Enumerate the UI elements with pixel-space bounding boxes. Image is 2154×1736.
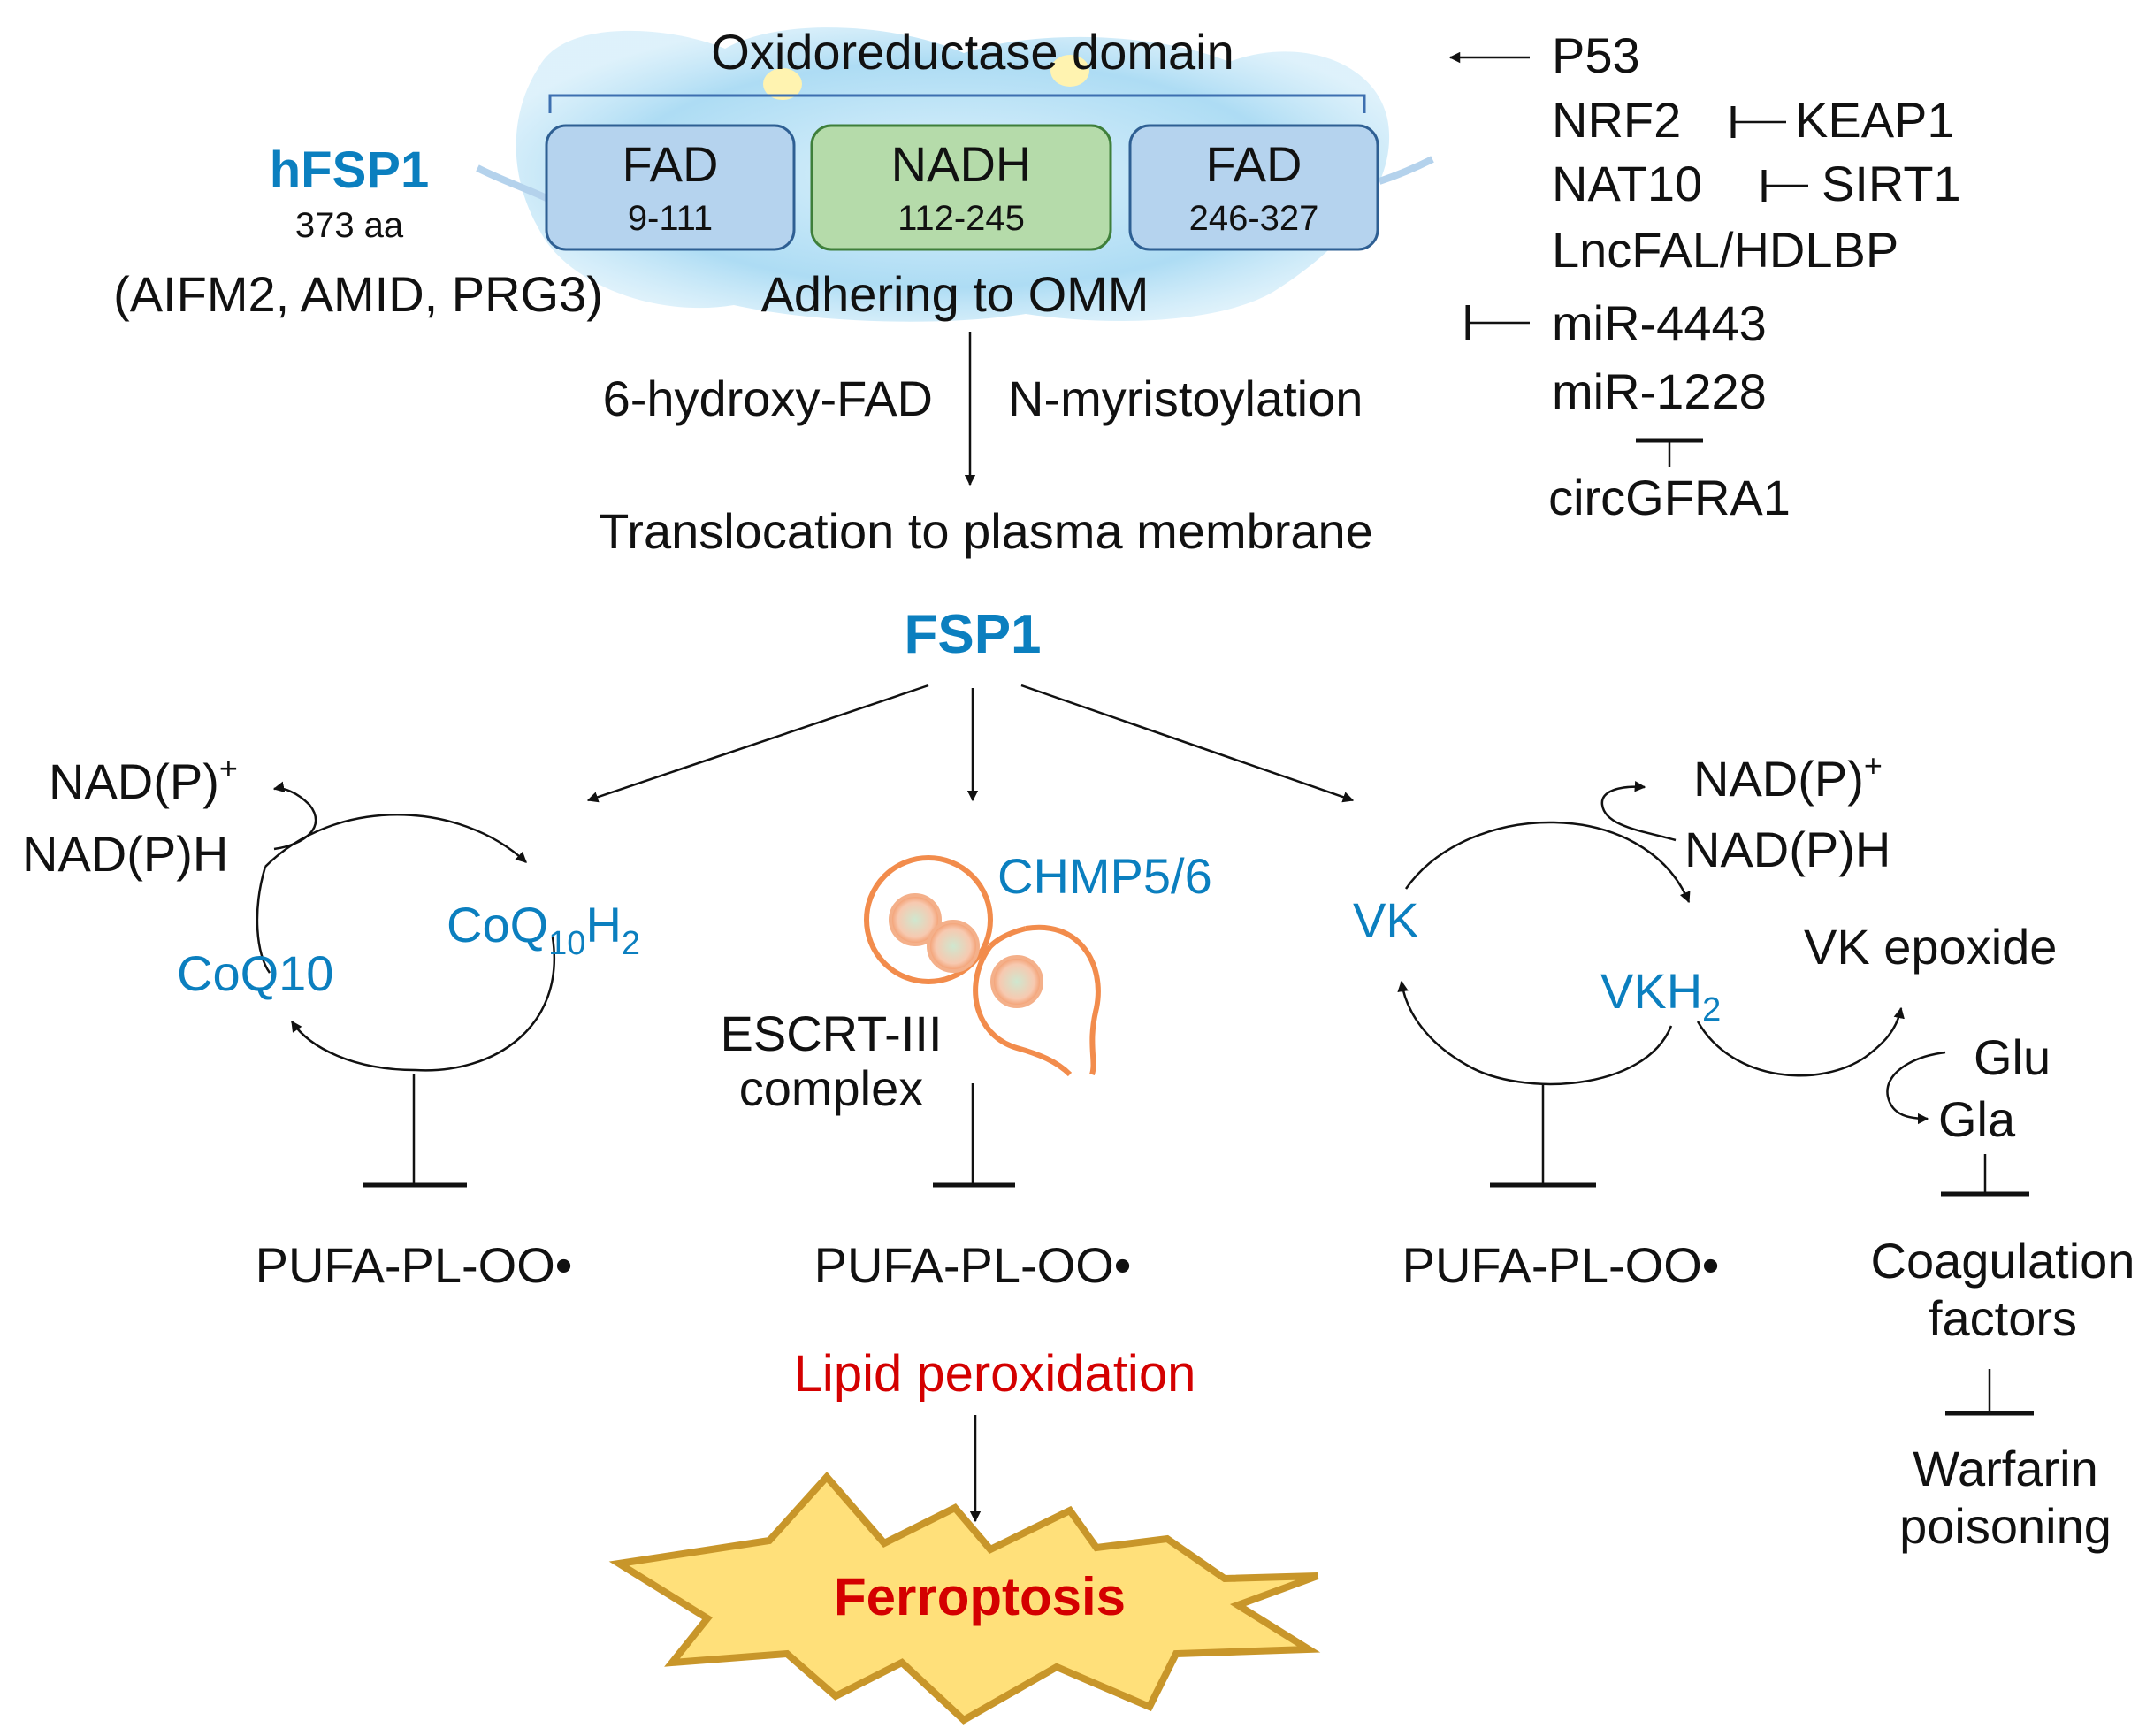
domain-nadh-name: NADH xyxy=(891,136,1032,192)
escrt-inhibits-peroxyl xyxy=(933,1083,1015,1188)
domain-bracket xyxy=(548,94,1366,113)
regulator-nat10: NAT10 xyxy=(1552,156,1702,211)
warfarin-label: Warfarin xyxy=(1913,1441,2098,1496)
coq10-cycle xyxy=(256,781,555,1072)
domain-nadh-range: 112-245 xyxy=(898,199,1025,238)
vk-cycle xyxy=(1397,781,1946,1125)
fsp1-to-coq-arrow xyxy=(586,684,929,803)
coq10h2-inhibits-peroxyl xyxy=(363,1074,467,1188)
factors-label: factors xyxy=(1929,1290,2077,1346)
keap1-inhibits-nrf2 xyxy=(1730,106,1786,138)
regulator-mir4443: miR-4443 xyxy=(1552,295,1767,351)
sirt1-inhibits-nat10 xyxy=(1761,170,1808,202)
regulator-circgfra1: circGFRA1 xyxy=(1548,470,1791,525)
protein-length: 373 aa xyxy=(295,206,404,245)
escrt-iii-label: ESCRT-III xyxy=(720,1006,942,1061)
middle-pufa-pl-oo: PUFA-PL-OO• xyxy=(814,1237,1132,1293)
domain-fad-2-range: 246-327 xyxy=(1189,199,1319,238)
escrt-complex-label: complex xyxy=(739,1060,924,1116)
lipid-peroxidation-label: Lipid peroxidation xyxy=(794,1345,1196,1403)
regulator-p53: P53 xyxy=(1552,27,1640,83)
coagulation-to-warfarin xyxy=(1945,1369,2034,1416)
domain-fad-2: FAD 246-327 xyxy=(1128,124,1379,251)
regulator-sirt1: SIRT1 xyxy=(1822,156,1961,211)
domain-fad-1-name: FAD xyxy=(623,136,719,192)
vk-epoxide-label: VK epoxide xyxy=(1804,919,2057,975)
left-pufa-pl-oo: PUFA-PL-OO• xyxy=(256,1237,573,1293)
domain-fad-1: FAD 9-111 xyxy=(545,124,796,251)
fsp1-to-vk-arrow xyxy=(1020,684,1355,803)
vkh2-label: VKH2 xyxy=(1600,963,1721,1029)
escrt-vesicles-icon xyxy=(864,855,1101,1077)
right-pufa-pl-oo: PUFA-PL-OO• xyxy=(1402,1237,1720,1293)
domain-fad-1-range: 9-111 xyxy=(628,199,713,238)
regulator-nrf2: NRF2 xyxy=(1552,92,1681,148)
coq10-label: CoQ10 xyxy=(177,945,333,1001)
chmp5-6-label: CHMP5/6 xyxy=(997,848,1212,904)
protein-aliases: (AIFM2, AMID, PRG3) xyxy=(113,266,603,322)
coq10h2-label: CoQ10H2 xyxy=(447,897,640,962)
mirna-inhibition xyxy=(1465,305,1530,340)
ferroptosis-burst xyxy=(608,1471,1321,1725)
right-nadp-plus: NAD(P)+ xyxy=(1693,747,1883,807)
gla-to-coagulation xyxy=(1941,1154,2029,1197)
membrane-label: Adhering to OMM xyxy=(761,266,1150,322)
circgfra1-inhibits-mir1228 xyxy=(1636,438,1703,467)
protein-name: hFSP1 xyxy=(270,141,430,199)
ferroptosis-label: Ferroptosis xyxy=(834,1567,1126,1626)
glu-label: Glu xyxy=(1974,1029,2051,1085)
n-myristoylation-label: N-myristoylation xyxy=(1008,371,1363,426)
regulator-mir1228: miR-1228 xyxy=(1552,363,1767,419)
right-nadph: NAD(P)H xyxy=(1684,822,1890,877)
regulator-lncfal: LncFAL/HDLBP xyxy=(1552,222,1898,278)
gla-label: Gla xyxy=(1938,1091,2016,1147)
left-nadph: NAD(P)H xyxy=(22,826,228,882)
poisoning-label: poisoning xyxy=(1899,1498,2112,1554)
translocation-result: Translocation to plasma membrane xyxy=(599,503,1373,559)
domain-nadh: NADH 112-245 xyxy=(810,124,1112,251)
six-hydroxy-fad-label: 6-hydroxy-FAD xyxy=(603,371,933,426)
fsp1-node: FSP1 xyxy=(904,604,1041,665)
coagulation-label: Coagulation xyxy=(1871,1233,2135,1289)
left-nadp-plus: NAD(P)+ xyxy=(49,750,238,809)
regulator-keap1: KEAP1 xyxy=(1795,92,1955,148)
vk-label: VK xyxy=(1353,892,1419,948)
vkh2-inhibits-peroxyl xyxy=(1490,1083,1596,1188)
domain-fad-2-name: FAD xyxy=(1206,136,1302,192)
oxidoreductase-domain-label: Oxidoreductase domain xyxy=(711,24,1234,80)
